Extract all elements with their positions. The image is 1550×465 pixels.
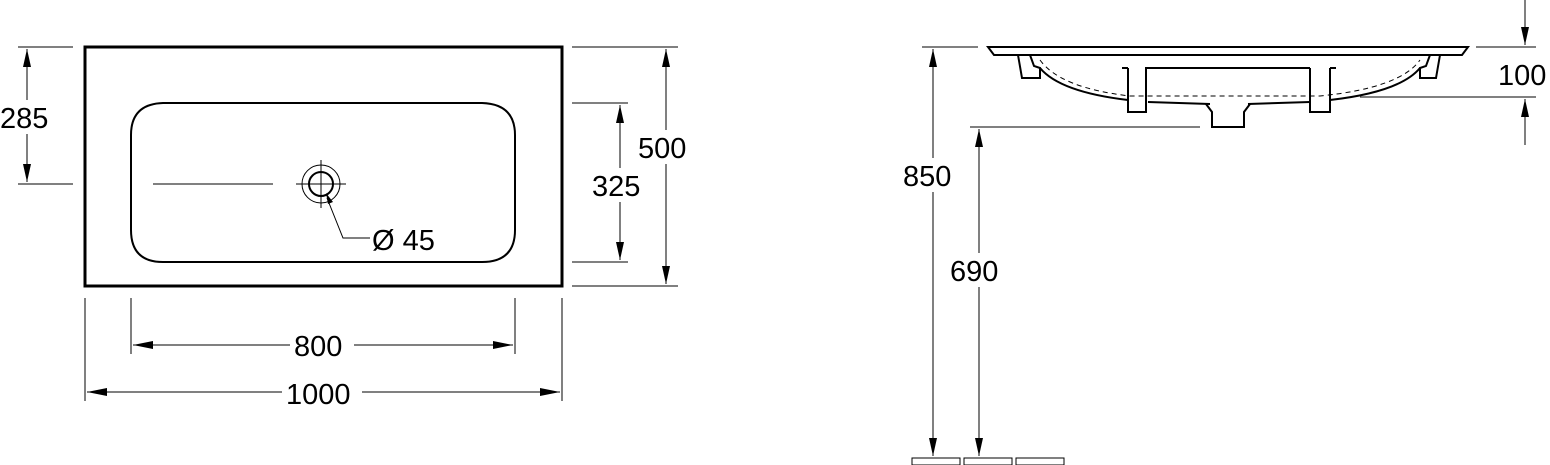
dim-325-label: 325 <box>592 171 640 203</box>
washbasin-profile <box>986 46 1470 56</box>
dim-850-label: 850 <box>903 161 951 193</box>
drain-outlet-icon <box>1205 103 1251 128</box>
dim-800-label: 800 <box>294 331 342 363</box>
basin-bowl-outline <box>130 102 516 263</box>
drain-leader <box>326 197 370 239</box>
top-view: Ø 45 285 325 500 800 <box>0 45 696 411</box>
washbasin-outline <box>83 45 564 288</box>
side-view: 850 690 100 <box>903 0 1546 465</box>
floor-block <box>1015 457 1065 465</box>
floor-block <box>963 457 1013 465</box>
dim-100-label: 100 <box>1498 60 1546 92</box>
floor-block <box>911 457 961 465</box>
dim-690-label: 690 <box>950 256 998 288</box>
dim-1000-label: 1000 <box>286 379 351 411</box>
drain-icon <box>296 160 346 208</box>
drain-diameter-label: Ø 45 <box>372 225 435 257</box>
dim-500-label: 500 <box>638 133 686 165</box>
dim-285-label: 285 <box>0 103 48 135</box>
